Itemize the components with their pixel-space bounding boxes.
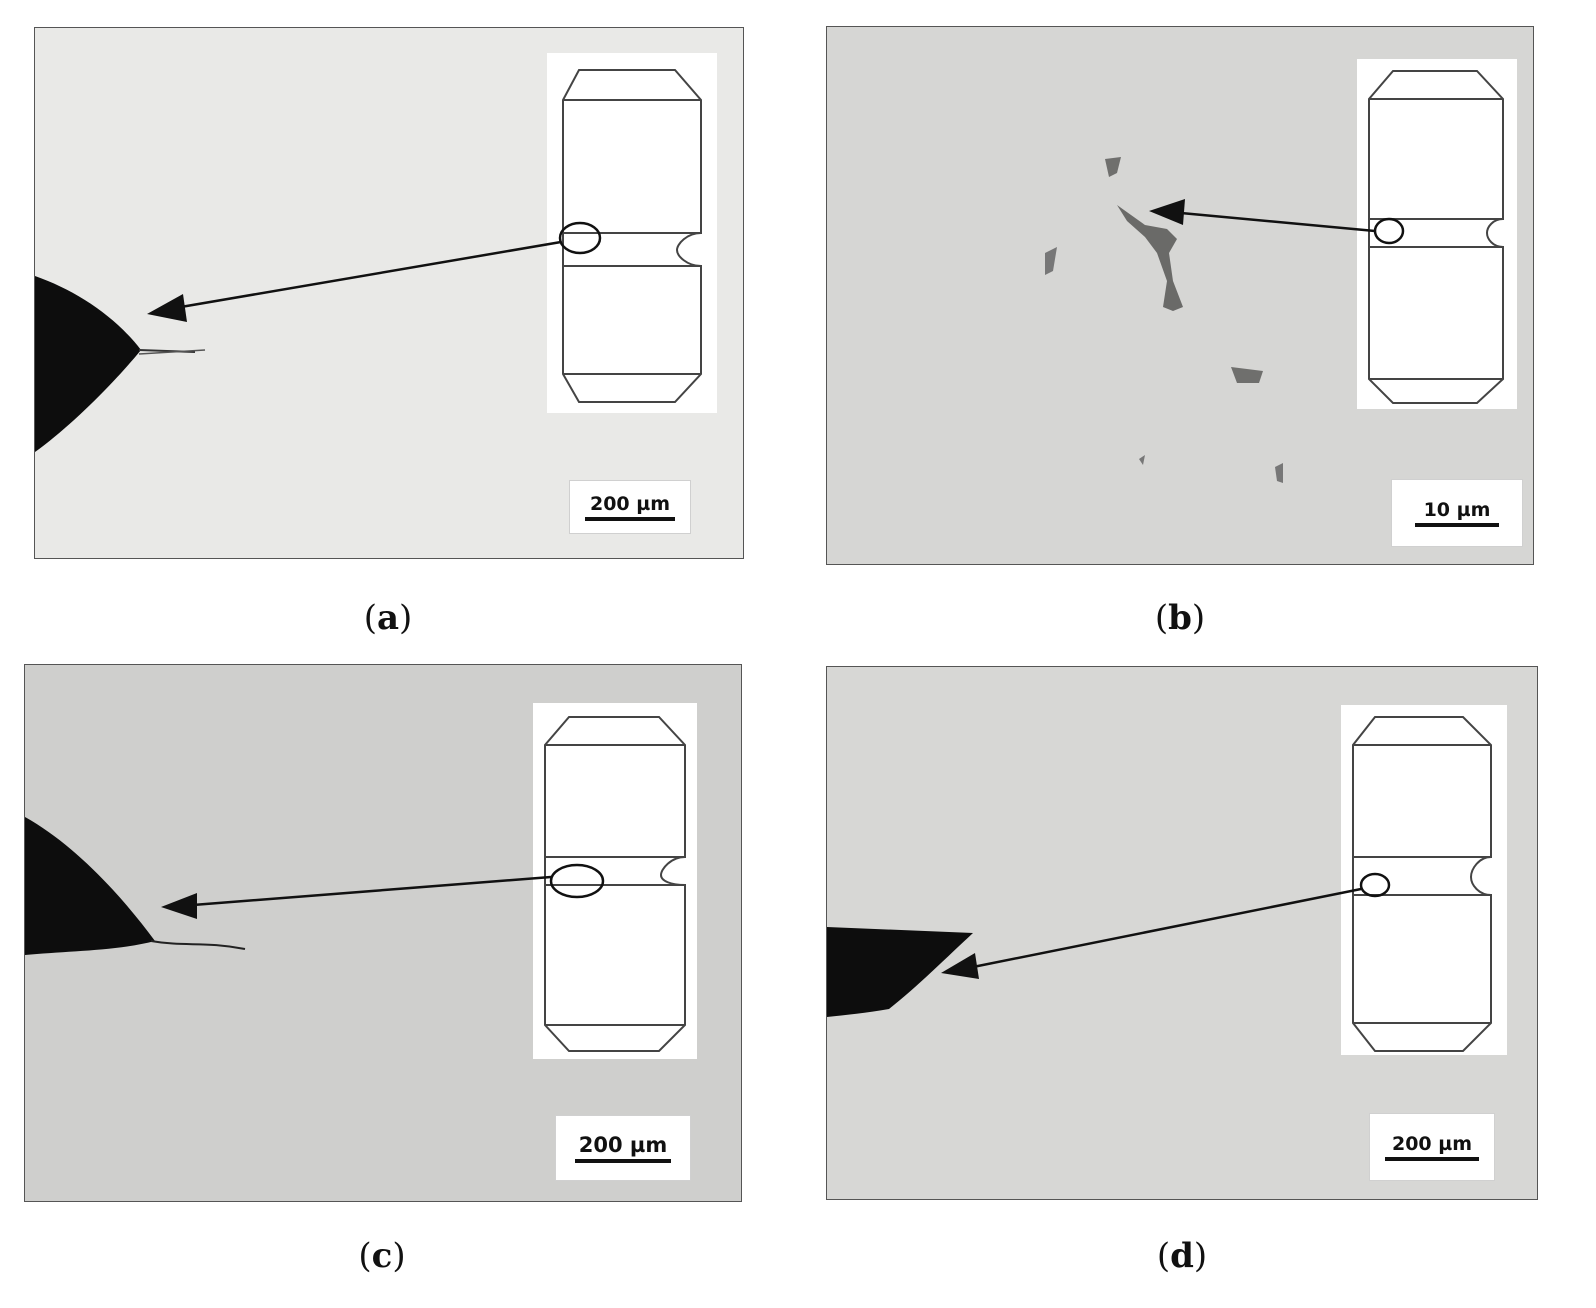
specimen-outline (1368, 70, 1504, 404)
caption-letter: a (376, 598, 400, 638)
micrograph-d-drawing (827, 705, 1507, 1055)
specimen-outline (1352, 716, 1492, 1052)
caption-letter: c (371, 1236, 393, 1276)
panel-caption-d: (d) (1156, 1236, 1208, 1276)
inclusion (1045, 247, 1057, 275)
caption-letter: b (1168, 598, 1192, 638)
notch-tip (35, 276, 141, 452)
arrow-line (1180, 211, 1376, 233)
scale-line (1385, 1157, 1479, 1161)
micrograph-panel-d: 200 µm (826, 666, 1538, 1200)
scale-line (575, 1159, 671, 1163)
arrow-line (174, 240, 562, 310)
scale-bar-d: 200 µm (1369, 1113, 1495, 1181)
notch-tip (25, 817, 155, 955)
scale-line (585, 517, 675, 521)
arrow-line (972, 887, 1362, 969)
arrow-head (1149, 199, 1185, 225)
panel-caption-b: (b) (1154, 598, 1206, 638)
scale-bar-a: 200 µm (569, 480, 691, 534)
micrograph-a-drawing (35, 53, 717, 452)
scale-label: 10 µm (1423, 499, 1491, 521)
region-circle (1359, 872, 1391, 898)
scale-bar-b: 10 µm (1391, 479, 1523, 547)
inclusion (1117, 205, 1183, 311)
panel-caption-c: (c) (358, 1236, 406, 1276)
inclusion (1105, 157, 1121, 177)
specimen-outline (562, 69, 702, 403)
arrow-head (161, 893, 197, 919)
micrograph-panel-b: 10 µm (826, 26, 1534, 565)
micrograph-b-drawing (1045, 59, 1517, 483)
notch-tip (827, 927, 973, 1017)
inclusion (1231, 367, 1263, 383)
scale-line (1415, 523, 1499, 527)
crack-line (150, 940, 246, 950)
region-circle (549, 863, 605, 899)
scale-bar-c: 200 µm (555, 1115, 691, 1181)
region-circle (558, 221, 602, 255)
micrograph-c-drawing (25, 703, 697, 1059)
scale-label: 200 µm (578, 1133, 668, 1157)
arrow-head (147, 294, 187, 322)
micrograph-panel-a: 200 µm (34, 27, 744, 559)
arrow-line (192, 875, 552, 907)
micrograph-panel-c: 200 µm (24, 664, 742, 1202)
scale-label: 200 µm (1391, 1133, 1473, 1155)
caption-letter: d (1170, 1236, 1194, 1276)
arrow-head (941, 953, 979, 979)
scale-label: 200 µm (589, 493, 671, 515)
panel-caption-a: (a) (363, 598, 413, 638)
